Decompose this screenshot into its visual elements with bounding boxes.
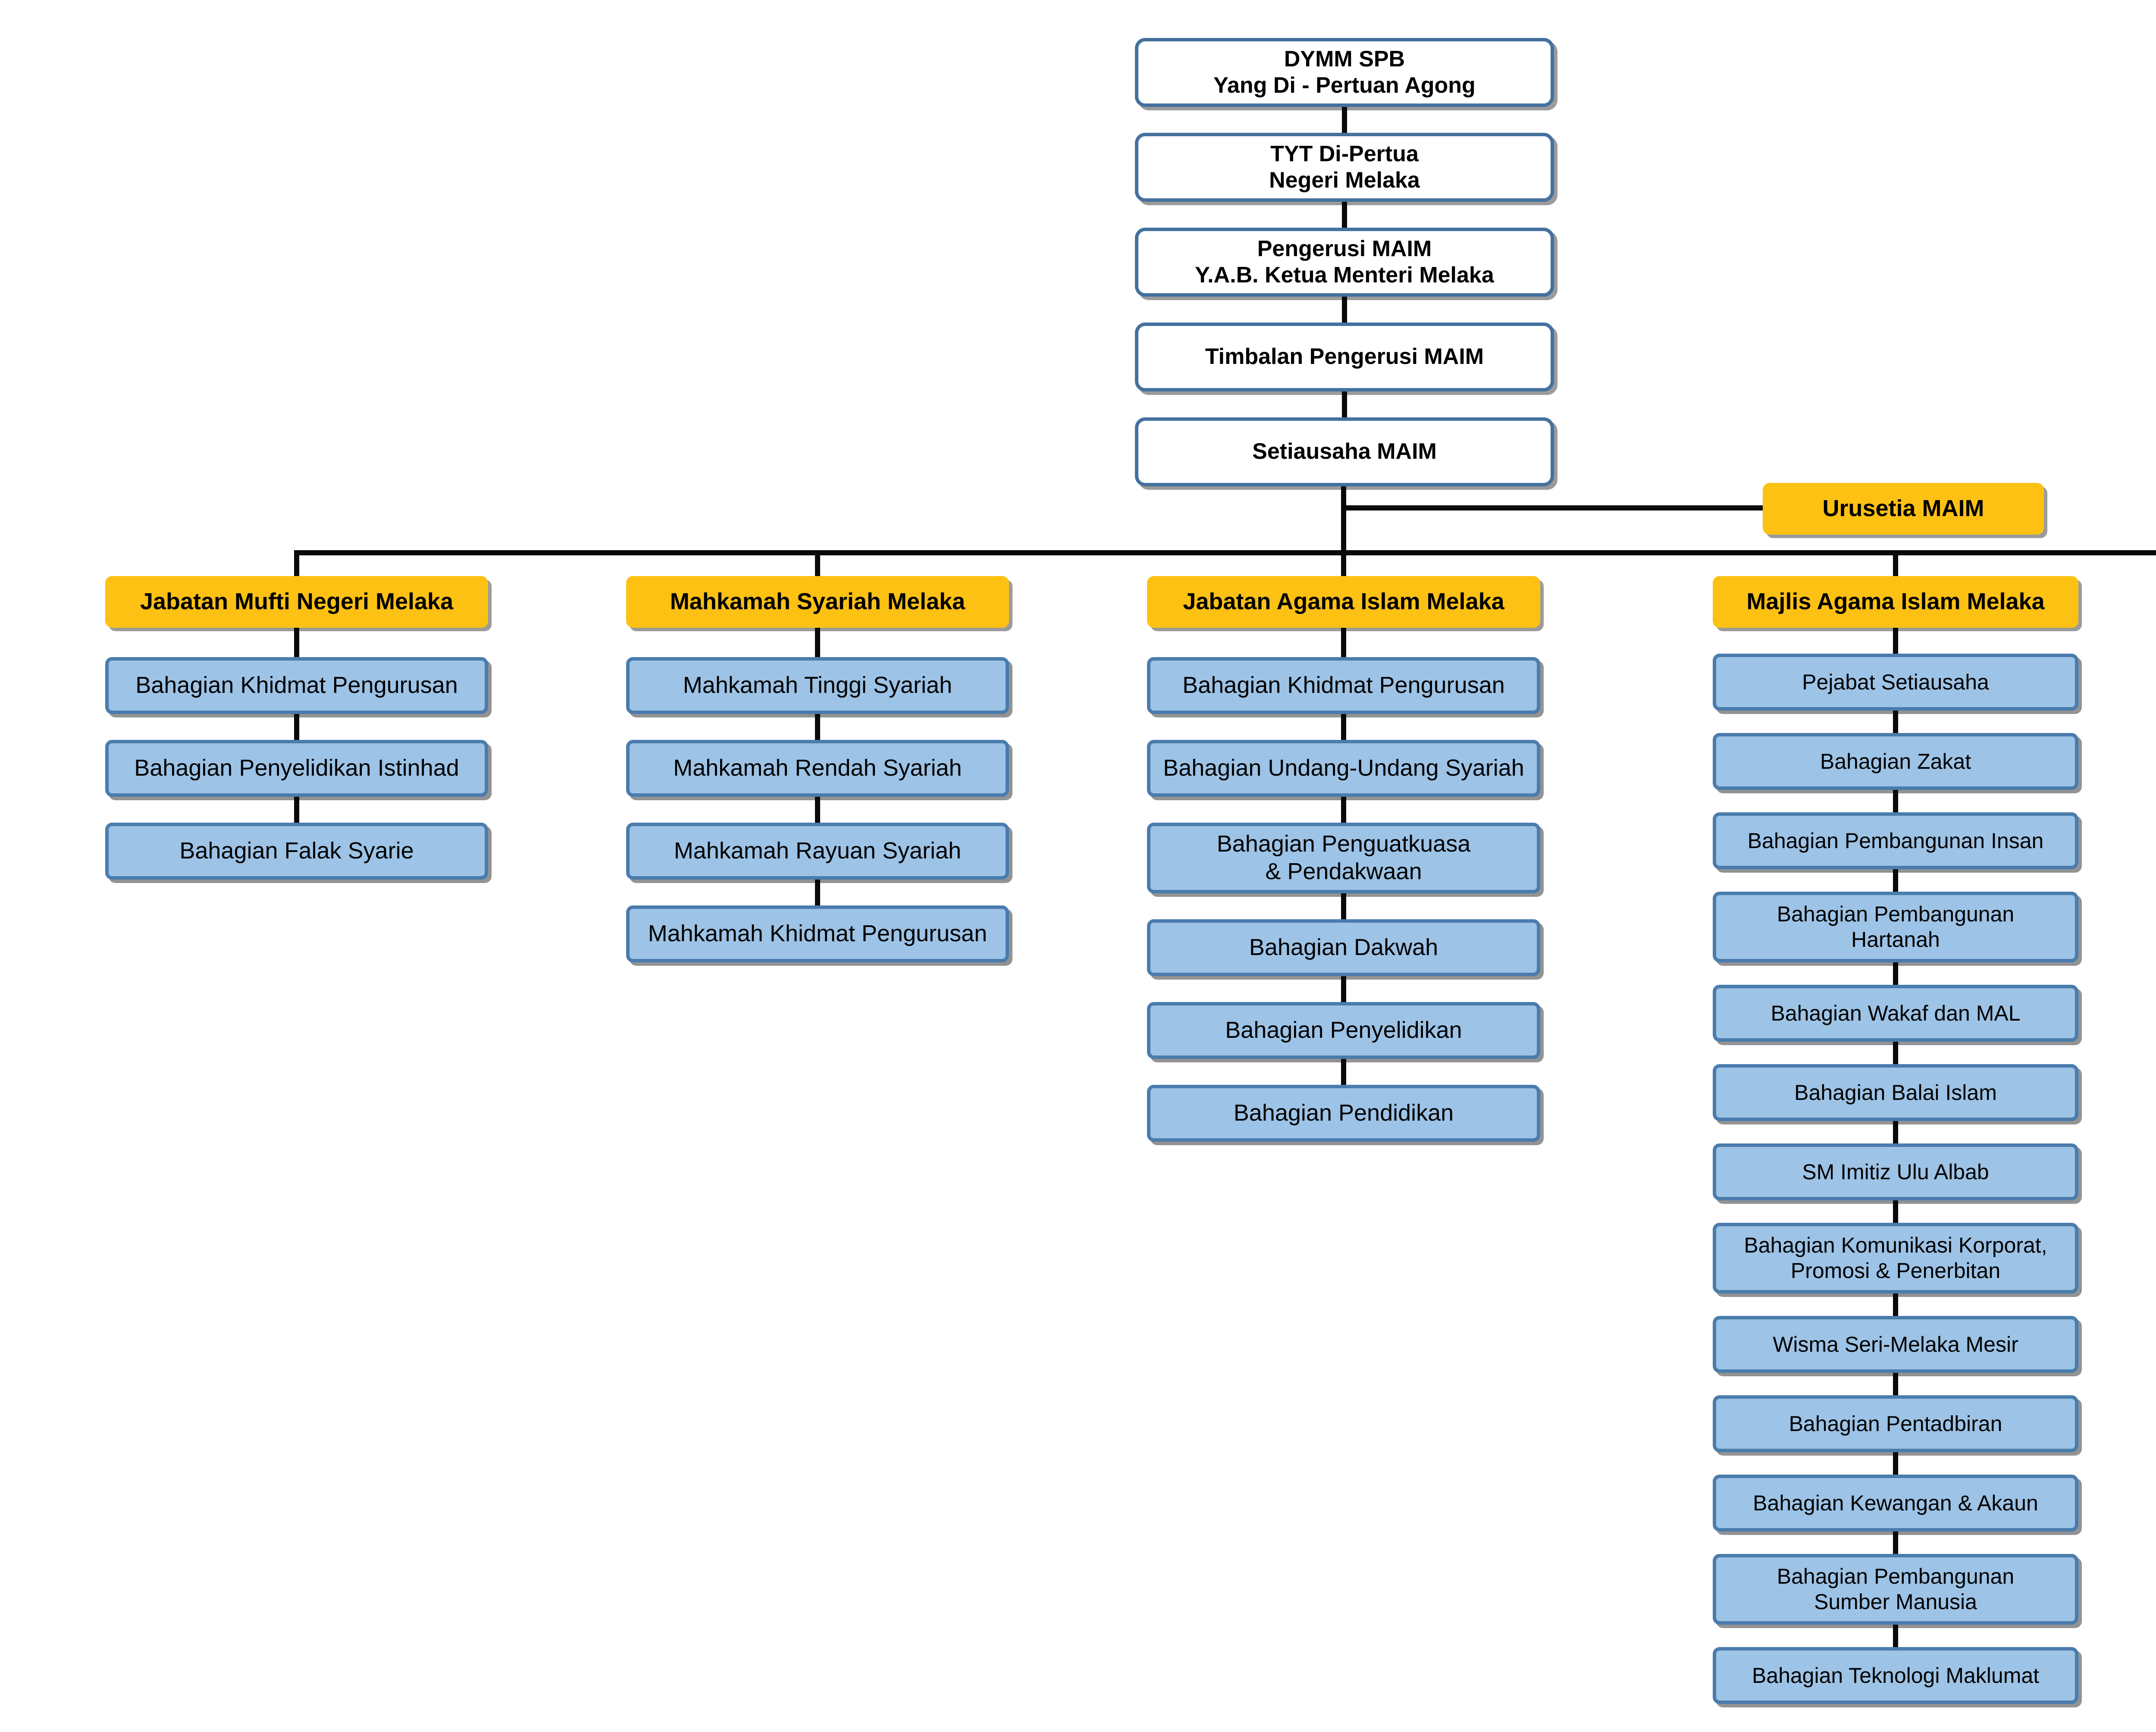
branch-jabatan-agama-islam-melaka: Jabatan Agama Islam Melaka Bahagian Khid… bbox=[1147, 576, 1540, 1142]
org-unit-box: Bahagian Teknologi Maklumat bbox=[1713, 1647, 2078, 1704]
org-unit-box: Mahkamah Rayuan Syariah bbox=[626, 823, 1009, 880]
branch-header: Majlis Agama Islam Melaka bbox=[1713, 576, 2078, 628]
connector-vertical bbox=[1341, 1059, 1346, 1085]
org-unit-box: Bahagian Dakwah bbox=[1147, 919, 1540, 976]
connector-vertical bbox=[294, 714, 299, 740]
connector-drop-branch-2 bbox=[815, 555, 820, 576]
connector-vertical bbox=[1341, 628, 1346, 657]
org-unit-box: Bahagian Khidmat Pengurusan bbox=[1147, 657, 1540, 714]
org-unit-box: Pejabat Setiausaha bbox=[1713, 654, 2078, 711]
connector-drop-branch-4 bbox=[1893, 555, 1898, 576]
branch-majlis-agama-islam-melaka: Majlis Agama Islam Melaka Pejabat Setiau… bbox=[1713, 576, 2078, 1704]
org-unit-box: Bahagian Undang-Undang Syariah bbox=[1147, 740, 1540, 797]
connector-vertical bbox=[1893, 1625, 1898, 1647]
connector-urusetia-stub bbox=[1344, 505, 1763, 511]
org-unit-box: Bahagian Balai Islam bbox=[1713, 1064, 2078, 1121]
org-unit-box: Bahagian Wakaf dan MAL bbox=[1713, 985, 2078, 1042]
connector-main-horizontal bbox=[294, 550, 2156, 555]
connector-vertical bbox=[1893, 711, 1898, 733]
org-unit-box: Mahkamah Tinggi Syariah bbox=[626, 657, 1009, 714]
org-unit-box: Mahkamah Rendah Syariah bbox=[626, 740, 1009, 797]
org-unit-box: Bahagian Penyelidikan Istinhad bbox=[105, 740, 488, 797]
connector-vertical bbox=[1893, 962, 1898, 985]
top-box-timbalan-pengerusi-maim: Timbalan Pengerusi MAIM bbox=[1135, 323, 1554, 392]
org-unit-box: Bahagian Khidmat Pengurusan bbox=[105, 657, 488, 714]
connector-vertical bbox=[1893, 1042, 1898, 1064]
org-unit-box: Bahagian Penguatkuasa & Pendakwaan bbox=[1147, 823, 1540, 893]
org-unit-box: Bahagian Pembangunan Hartanah bbox=[1713, 892, 2078, 962]
connector-vertical bbox=[1341, 976, 1346, 1002]
org-unit-box: Bahagian Penyelidikan bbox=[1147, 1002, 1540, 1059]
branch-mahkamah-syariah-melaka: Mahkamah Syariah Melaka Mahkamah Tinggi … bbox=[626, 576, 1009, 962]
connector-vertical bbox=[1893, 1200, 1898, 1223]
connector-drop-branch-1 bbox=[294, 555, 299, 576]
connector-vertical bbox=[294, 628, 299, 657]
top-box-tyt-di-pertua: TYT Di-Pertua Negeri Melaka bbox=[1135, 133, 1554, 202]
connector-vertical bbox=[815, 797, 820, 823]
org-unit-box: Mahkamah Khidmat Pengurusan bbox=[626, 905, 1009, 962]
connector-vertical bbox=[1342, 202, 1347, 228]
branch-header: Jabatan Mufti Negeri Melaka bbox=[105, 576, 488, 628]
org-unit-box: Bahagian Pentadbiran bbox=[1713, 1395, 2078, 1452]
connector-vertical bbox=[1893, 1532, 1898, 1554]
top-box-dymm-spb-agong: DYMM SPB Yang Di - Pertuan Agong bbox=[1135, 38, 1554, 107]
branch-jabatan-mufti-negeri-melaka: Jabatan Mufti Negeri Melaka Bahagian Khi… bbox=[105, 576, 488, 880]
connector-vertical bbox=[1342, 297, 1347, 323]
org-unit-box: Bahagian Falak Syarie bbox=[105, 823, 488, 880]
org-unit-box: Bahagian Pembangunan Sumber Manusia bbox=[1713, 1554, 2078, 1625]
connector-vertical bbox=[294, 797, 299, 823]
connector-vertical bbox=[815, 880, 820, 905]
top-box-pengerusi-maim: Pengerusi MAIM Y.A.B. Ketua Menteri Mela… bbox=[1135, 228, 1554, 297]
org-unit-box: Bahagian Zakat bbox=[1713, 733, 2078, 790]
connector-vertical bbox=[1342, 392, 1347, 417]
branch-header: Jabatan Agama Islam Melaka bbox=[1147, 576, 1540, 628]
org-unit-box: Bahagian Kewangan & Akaun bbox=[1713, 1475, 2078, 1532]
org-unit-box: Wisma Seri-Melaka Mesir bbox=[1713, 1316, 2078, 1373]
connector-vertical bbox=[1341, 797, 1346, 823]
connector-vertical bbox=[1893, 628, 1898, 654]
connector-vertical bbox=[1893, 869, 1898, 892]
connector-vertical bbox=[815, 714, 820, 740]
org-unit-box: Bahagian Komunikasi Korporat, Promosi & … bbox=[1713, 1223, 2078, 1294]
connector-vertical bbox=[1341, 893, 1346, 919]
branch-header: Mahkamah Syariah Melaka bbox=[626, 576, 1009, 628]
urusetia-maim-box: Urusetia MAIM bbox=[1763, 483, 2044, 535]
connector-vertical bbox=[1893, 1121, 1898, 1143]
top-box-setiausaha-maim: Setiausaha MAIM bbox=[1135, 417, 1554, 486]
connector-vertical bbox=[1893, 1373, 1898, 1395]
org-unit-box: Bahagian Pendidikan bbox=[1147, 1085, 1540, 1142]
org-unit-box: Bahagian Pembangunan Insan bbox=[1713, 812, 2078, 869]
connector-drop-branch-3 bbox=[1341, 555, 1346, 576]
top-hierarchy-chain: DYMM SPB Yang Di - Pertuan Agong TYT Di-… bbox=[1135, 38, 1554, 486]
connector-vertical bbox=[1341, 714, 1346, 740]
connector-vertical bbox=[1893, 1294, 1898, 1316]
connector-vertical bbox=[1342, 107, 1347, 133]
connector-central-vertical bbox=[1341, 486, 1346, 550]
connector-vertical bbox=[1893, 790, 1898, 812]
connector-vertical bbox=[1893, 1452, 1898, 1475]
connector-vertical bbox=[815, 628, 820, 657]
org-unit-box: SM Imitiz Ulu Albab bbox=[1713, 1143, 2078, 1200]
